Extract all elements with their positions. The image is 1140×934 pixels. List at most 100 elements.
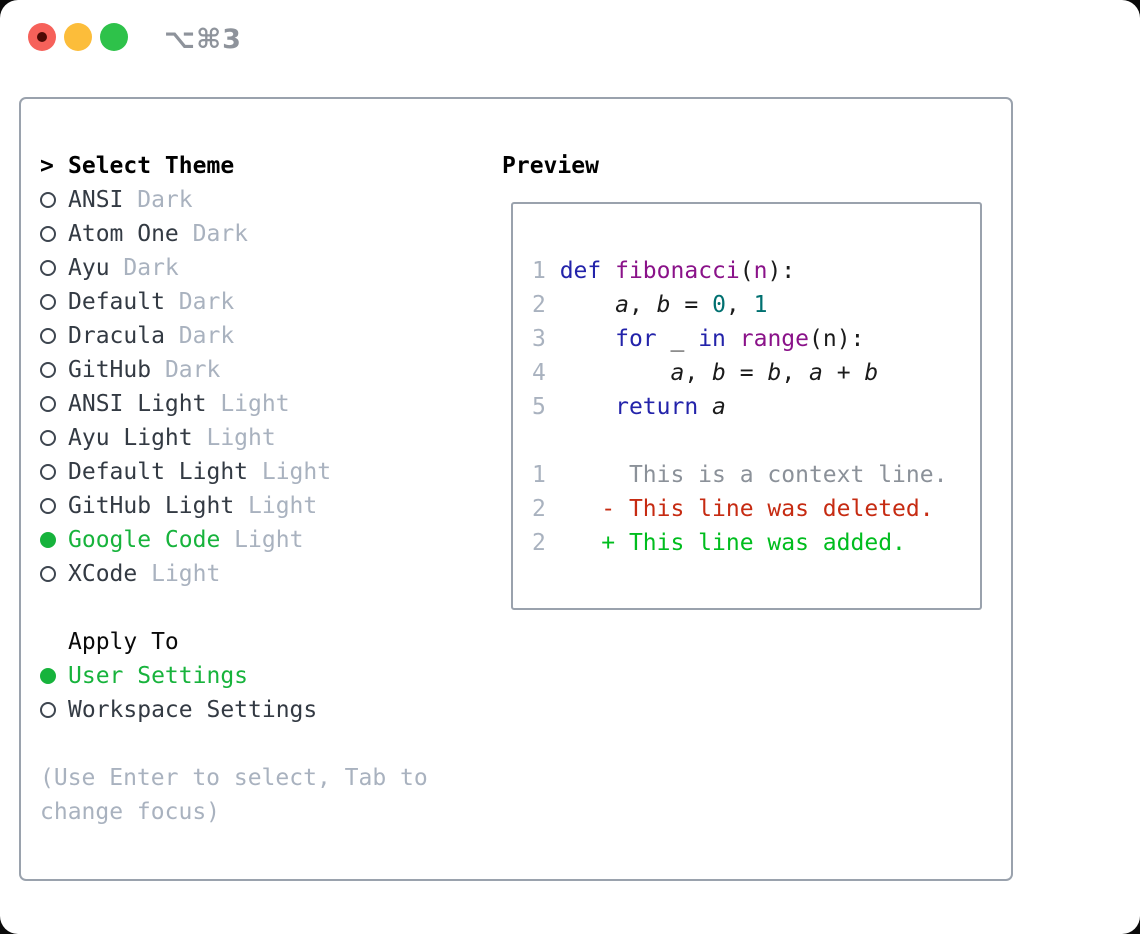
code-token: fibonacci	[615, 258, 740, 284]
code-token	[560, 326, 615, 352]
code-token	[560, 292, 615, 318]
line-number: 1	[532, 258, 546, 284]
window-shortcut-label: ⌥⌘3	[164, 23, 242, 55]
code-token: =	[725, 360, 768, 386]
theme-variant: Dark	[151, 357, 221, 383]
theme-name: ANSI Light	[68, 391, 207, 417]
code-line-2: 2 a, b = 0, 1	[532, 288, 980, 322]
code-token: a	[615, 292, 629, 318]
code-token: ,	[684, 360, 713, 386]
radio-icon	[40, 396, 56, 412]
close-button[interactable]	[28, 23, 56, 51]
focus-caret-icon: >	[40, 153, 54, 179]
theme-option-ayu-light[interactable]: Ayu Light Light	[40, 421, 428, 455]
apply-option-user-settings[interactable]: User Settings	[40, 659, 428, 693]
radio-icon	[40, 498, 56, 514]
theme-option-xcode[interactable]: XCode Light	[40, 557, 428, 591]
theme-variant: Light	[234, 493, 318, 519]
code-token: ,	[781, 360, 810, 386]
code-token: 0	[712, 292, 726, 318]
theme-variant: Dark	[178, 221, 249, 247]
line-number: 5	[532, 394, 546, 420]
theme-name: Google Code	[68, 527, 221, 553]
apply-option-workspace-settings[interactable]: Workspace Settings	[40, 693, 428, 727]
theme-name: Ayu Light	[68, 425, 193, 451]
theme-name: Default Light	[68, 459, 249, 485]
code-line-4: 4 a, b = b, a + b	[532, 356, 980, 390]
hint-line-1: (Use Enter to select, Tab to	[40, 765, 428, 791]
theme-name: GitHub	[68, 357, 152, 383]
code-line-5: 5 return a	[532, 390, 980, 424]
code-token: n	[753, 258, 768, 284]
code-token: (n):	[809, 326, 865, 352]
code-token: in	[698, 326, 726, 352]
code-token: (	[739, 258, 754, 284]
minimize-button[interactable]	[64, 23, 92, 51]
radio-icon	[40, 260, 56, 276]
radio-icon	[40, 328, 56, 344]
code-token: for	[615, 326, 657, 352]
code-token: a	[809, 360, 823, 386]
code-token: ,	[628, 292, 657, 318]
code-token: b	[767, 360, 782, 386]
traffic-lights	[28, 23, 136, 55]
theme-option-ansi[interactable]: ANSI Dark	[40, 183, 428, 217]
close-dot-icon	[37, 32, 47, 42]
radio-selected-icon	[40, 668, 56, 684]
theme-option-ansi-light[interactable]: ANSI Light Light	[40, 387, 428, 421]
select-theme-title: Select Theme	[68, 153, 235, 179]
code-token: b	[864, 360, 879, 386]
theme-option-dracula[interactable]: Dracula Dark	[40, 319, 428, 353]
code-token: return	[615, 394, 699, 420]
theme-variant: Light	[248, 459, 332, 485]
code-token: range	[739, 326, 809, 352]
blank-line	[532, 424, 980, 458]
theme-variant: Dark	[109, 255, 179, 281]
theme-option-google-code[interactable]: Google Code Light	[40, 523, 428, 557]
radio-icon	[40, 464, 56, 480]
apply-to-title: Apply To	[68, 629, 179, 655]
theme-option-ayu[interactable]: Ayu Dark	[40, 251, 428, 285]
theme-name: Atom One	[68, 221, 179, 247]
theme-name: Default	[68, 289, 165, 315]
theme-name: GitHub Light	[68, 493, 235, 519]
code-line-3: 3 for _ in range(n):	[532, 322, 980, 356]
preview-title: Preview	[502, 153, 599, 179]
preview-diff: 1 This is a context line.2 - This line w…	[532, 458, 980, 560]
code-token: =	[670, 292, 713, 318]
code-token: +	[822, 360, 865, 386]
line-number: 1	[532, 462, 546, 488]
theme-option-default[interactable]: Default Dark	[40, 285, 428, 319]
theme-name: Ayu	[68, 255, 110, 281]
code-token: a	[670, 360, 685, 386]
theme-variant: Dark	[164, 323, 235, 349]
theme-option-github[interactable]: GitHub Dark	[40, 353, 428, 387]
gap	[40, 727, 428, 761]
theme-variant: Dark	[123, 187, 193, 213]
code-token	[726, 326, 740, 352]
code-token: b	[656, 292, 671, 318]
theme-name: Dracula	[68, 323, 165, 349]
theme-variant: Dark	[164, 289, 235, 315]
theme-option-atom-one[interactable]: Atom One Dark	[40, 217, 428, 251]
radio-icon	[40, 566, 56, 582]
titlebar: ⌥⌘3	[28, 23, 242, 55]
theme-variant: Light	[137, 561, 221, 587]
gap	[40, 591, 428, 625]
diff-line-deleted: 2 - This line was deleted.	[532, 492, 980, 526]
diff-text: - This line was deleted.	[559, 496, 934, 522]
code-token: ):	[767, 258, 796, 284]
code-token: def	[559, 258, 602, 284]
apply-to-header: Apply To	[40, 625, 428, 659]
theme-option-github-light[interactable]: GitHub Light Light	[40, 489, 428, 523]
code-token: ,	[725, 292, 754, 318]
zoom-button[interactable]	[100, 23, 128, 51]
theme-option-default-light[interactable]: Default Light Light	[40, 455, 428, 489]
radio-icon	[40, 702, 56, 718]
